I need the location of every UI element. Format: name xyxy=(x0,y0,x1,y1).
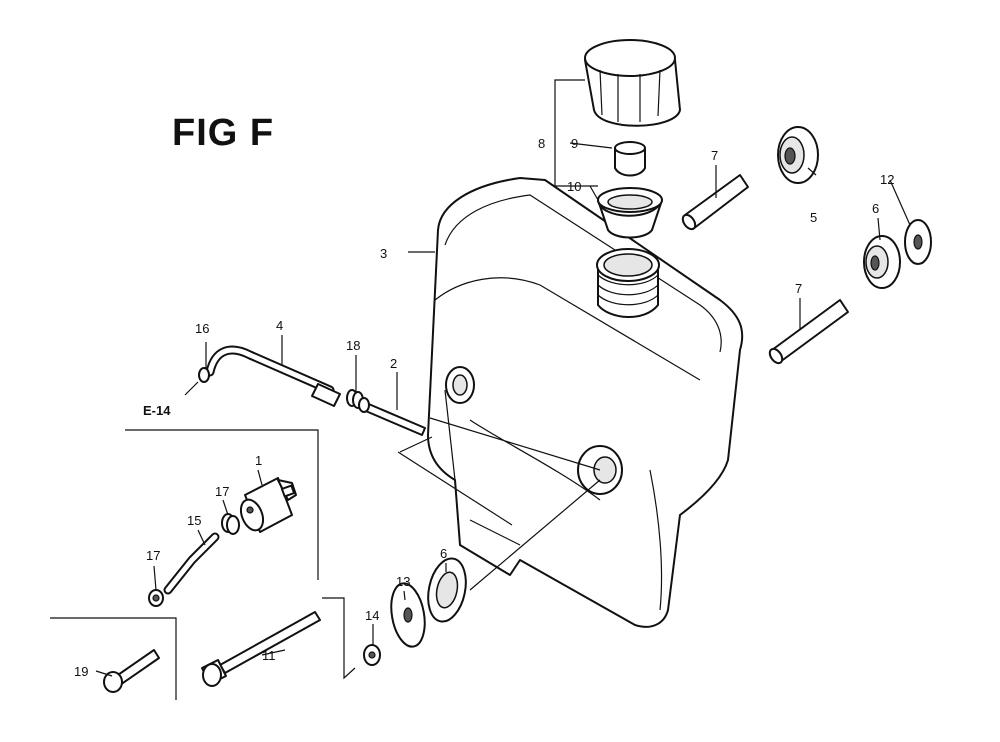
callout-15: 15 xyxy=(187,513,201,528)
callout-7-upper: 7 xyxy=(711,148,718,163)
figure-title: FIG F xyxy=(172,112,275,154)
callout-3: 3 xyxy=(380,246,387,261)
washer-13 xyxy=(390,582,426,648)
callout-6-right: 6 xyxy=(872,201,879,216)
tube-clip-17-upper xyxy=(221,513,240,535)
leader-lines xyxy=(50,79,911,700)
callout-labels: 1 2 3 4 5 6 6 7 7 8 9 10 11 12 13 14 15 … xyxy=(74,136,894,679)
fuel-tube xyxy=(205,345,341,407)
fuel-cock xyxy=(239,477,297,533)
fuel-tank xyxy=(427,177,744,628)
collar-lower xyxy=(768,299,849,365)
fuel-strainer xyxy=(597,187,663,239)
filler-cap xyxy=(584,39,681,127)
bolt-19 xyxy=(103,649,160,693)
cap-seal xyxy=(614,141,646,177)
callout-17-upper: 17 xyxy=(215,484,229,499)
callout-10: 10 xyxy=(567,179,581,194)
callout-17-lower: 17 xyxy=(146,548,160,563)
washer-14 xyxy=(363,644,381,666)
callout-12: 12 xyxy=(880,172,894,187)
fuel-tube-15 xyxy=(163,532,220,595)
callout-2: 2 xyxy=(390,356,397,371)
callout-14: 14 xyxy=(365,608,379,623)
callout-8: 8 xyxy=(538,136,545,151)
callout-16: 16 xyxy=(195,321,209,336)
tube-clip-16 xyxy=(198,367,210,383)
washer-12 xyxy=(904,219,932,265)
collar-upper xyxy=(681,174,749,231)
bolt-2 xyxy=(358,397,426,436)
callout-9: 9 xyxy=(571,136,578,151)
callout-4: 4 xyxy=(276,318,283,333)
callout-1: 1 xyxy=(255,453,262,468)
rubber-mount-6-bottom xyxy=(427,557,467,623)
callout-11: 11 xyxy=(262,648,276,663)
callout-19: 19 xyxy=(74,664,88,679)
bolt-11 xyxy=(201,611,321,687)
callout-7-lower: 7 xyxy=(795,281,802,296)
callout-5: 5 xyxy=(810,210,817,225)
rubber-mount-5 xyxy=(777,126,819,184)
callout-13: 13 xyxy=(396,574,410,589)
rubber-mount-6-right xyxy=(863,235,901,289)
tube-clip-17-lower xyxy=(148,589,164,607)
reference-label-e14: E-14 xyxy=(143,403,171,418)
callout-18: 18 xyxy=(346,338,360,353)
callout-6-bottom: 6 xyxy=(440,546,447,561)
